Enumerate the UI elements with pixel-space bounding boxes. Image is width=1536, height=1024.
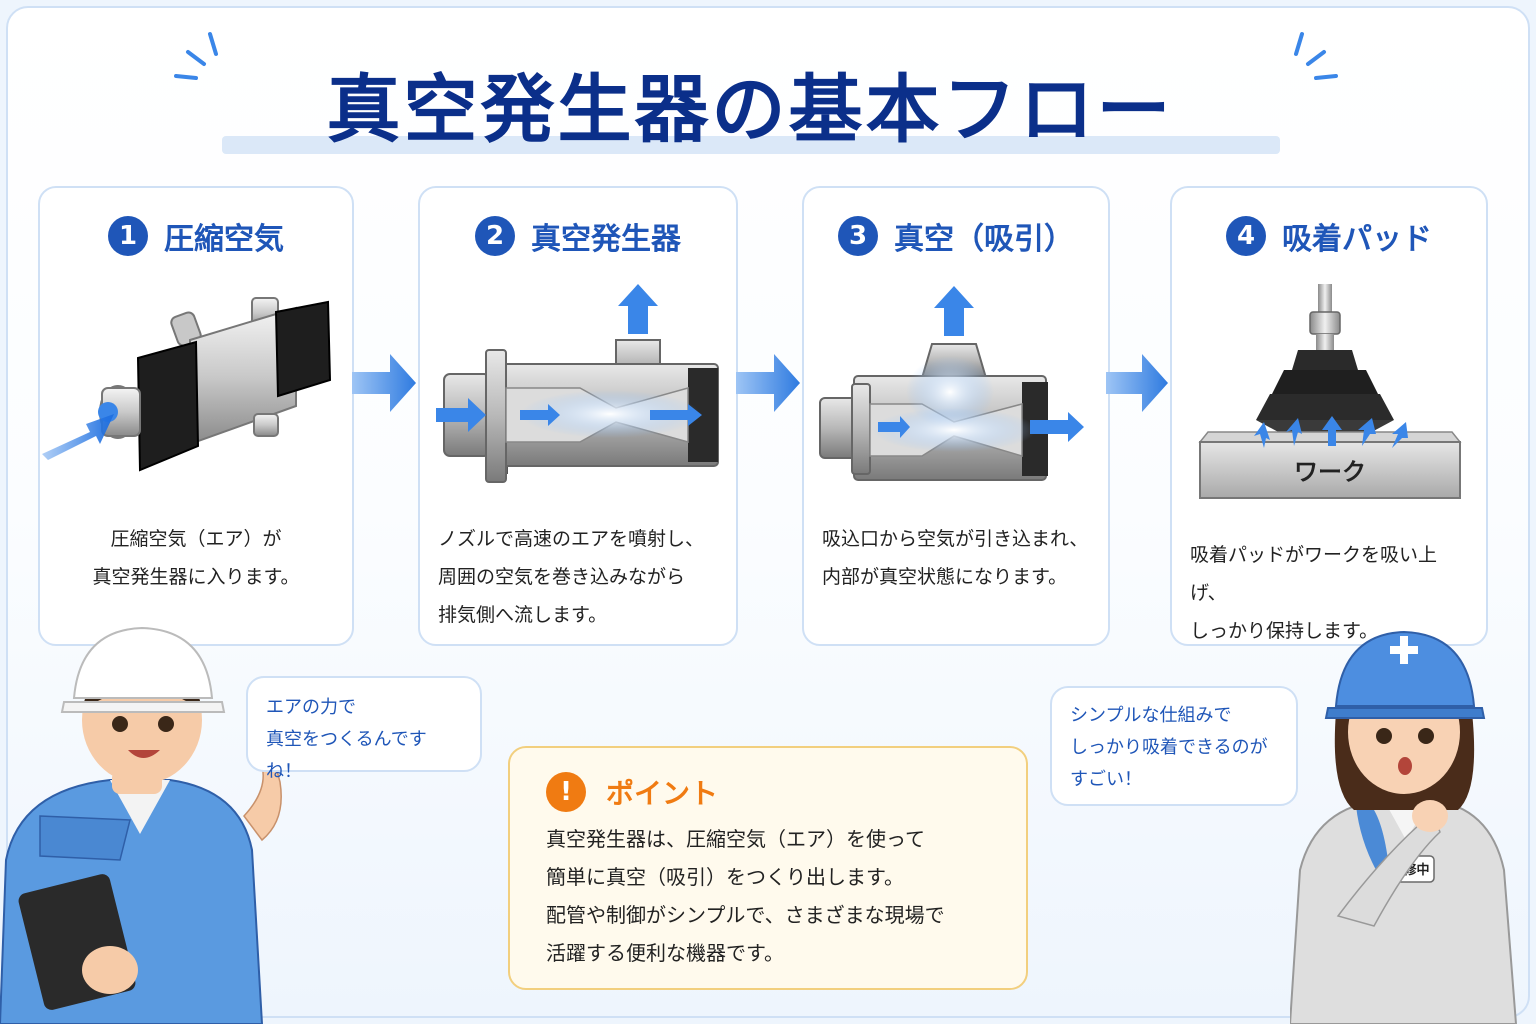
step-card-2: 2 真空発生器 ノズルで高速のエアを噴射し、 周囲の空気を巻き込みながら 排気側… (418, 186, 738, 646)
point-line-3: 配管や制御がシンプルで、さまざまな現場で (546, 903, 945, 927)
step-desc-4-line-2: しっかり保持します。 (1190, 620, 1379, 642)
step-number-4: 4 (1226, 216, 1266, 256)
speech-bubble-left-line-2: 真空をつくるんですね！ (266, 729, 427, 782)
title-underline (222, 136, 1280, 154)
step-number-2: 2 (475, 216, 515, 256)
step-desc-2-line-1: ノズルで高速のエアを噴射し、 (438, 528, 705, 550)
point-header: ! ポイント (546, 772, 718, 812)
point-line-4: 活躍する便利な機器です。 (546, 941, 784, 965)
point-title: ポイント (606, 777, 719, 810)
female-trainee-character: 研修中 (1290, 630, 1518, 1024)
step-header-4: 4 吸着パッド (1172, 214, 1486, 258)
suction-pad-icon: ワーク (1198, 284, 1462, 499)
step-header-2: 2 真空発生器 (420, 214, 736, 258)
speech-bubble-right-line-2: しっかり吸着できるのが (1070, 737, 1268, 758)
step-desc-2-line-3: 排気側へ流します。 (438, 604, 608, 626)
vacuum-ejector-cutaway-icon (436, 284, 719, 483)
compressed-air-fitting-icon (42, 297, 332, 472)
step-desc-4-line-1: 吸着パッドがワークを吸い上げ、 (1190, 544, 1438, 604)
point-box: ! ポイント 真空発生器は、圧縮空気（エア）を使って 簡単に真空（吸引）をつくり… (508, 746, 1028, 990)
step-desc-3: 吸込口から空気が引き込まれ、 内部が真空状態になります。 (822, 520, 1092, 596)
speech-bubble-left-line-1: エアの力で (266, 697, 356, 718)
flow-arrow-3-icon (1106, 354, 1168, 412)
step-desc-4: 吸着パッドがワークを吸い上げ、 しっかり保持します。 (1190, 536, 1470, 650)
step-card-3: 3 真空（吸引） 吸込口から空気が引き込まれ、 内部が真空状態になります。 (802, 186, 1110, 646)
flow-arrow-1-icon (352, 354, 416, 412)
page-title: 真空発生器の基本フロー (326, 67, 1174, 153)
step-card-4: 4 吸着パッド ワーク 吸着パッドがワークを吸い上げ、 (1170, 186, 1488, 646)
speech-bubble-right: シンプルな仕組みで しっかり吸着できるのが すごい！ (1050, 686, 1298, 806)
step-title-1: 圧縮空気 (164, 222, 284, 257)
exclamation-icon: ! (546, 772, 586, 812)
step-header-3: 3 真空（吸引） (804, 214, 1108, 258)
speech-bubble-right-line-1: シンプルな仕組みで (1070, 705, 1232, 726)
step-desc-2-line-2: 周囲の空気を巻き込みながら (438, 566, 686, 588)
step-desc-2: ノズルで高速のエアを噴射し、 周囲の空気を巻き込みながら 排気側へ流します。 (438, 520, 720, 634)
work-label: ワーク (1294, 458, 1366, 486)
step-title-3: 真空（吸引） (894, 222, 1074, 257)
title-spark-left-icon (174, 32, 218, 80)
point-line-2: 簡単に真空（吸引）をつくり出します。 (546, 865, 904, 889)
step-desc-1: 圧縮空気（エア）が 真空発生器に入ります。 (56, 520, 336, 596)
step-desc-3-line-2: 内部が真空状態になります。 (822, 566, 1068, 588)
step-card-1: 1 圧縮空気 圧縮空気（エア）が 真空発生器に入ります。 (38, 186, 354, 646)
step-desc-3-line-1: 吸込口から空気が引き込まれ、 (822, 528, 1089, 550)
step-desc-1-line-2: 真空発生器に入ります。 (92, 566, 300, 588)
flow-arrow-2-icon (736, 354, 800, 412)
vacuum-suction-cutaway-icon (819, 286, 1084, 481)
step-header-1: 1 圧縮空気 (40, 214, 352, 258)
step-title-4: 吸着パッド (1282, 222, 1432, 257)
step-number-3: 3 (838, 216, 878, 256)
point-line-1: 真空発生器は、圧縮空気（エア）を使って (546, 827, 925, 851)
step-desc-1-line-1: 圧縮空気（エア）が (110, 528, 282, 550)
point-body: 真空発生器は、圧縮空気（エア）を使って 簡単に真空（吸引）をつくり出します。 配… (546, 820, 1006, 972)
title-spark-right-icon (1294, 32, 1338, 80)
speech-bubble-left: エアの力で 真空をつくるんですね！ (246, 676, 482, 782)
step-number-1: 1 (108, 216, 148, 256)
step-title-2: 真空発生器 (531, 222, 681, 257)
speech-bubble-right-line-3: すごい！ (1070, 769, 1142, 790)
